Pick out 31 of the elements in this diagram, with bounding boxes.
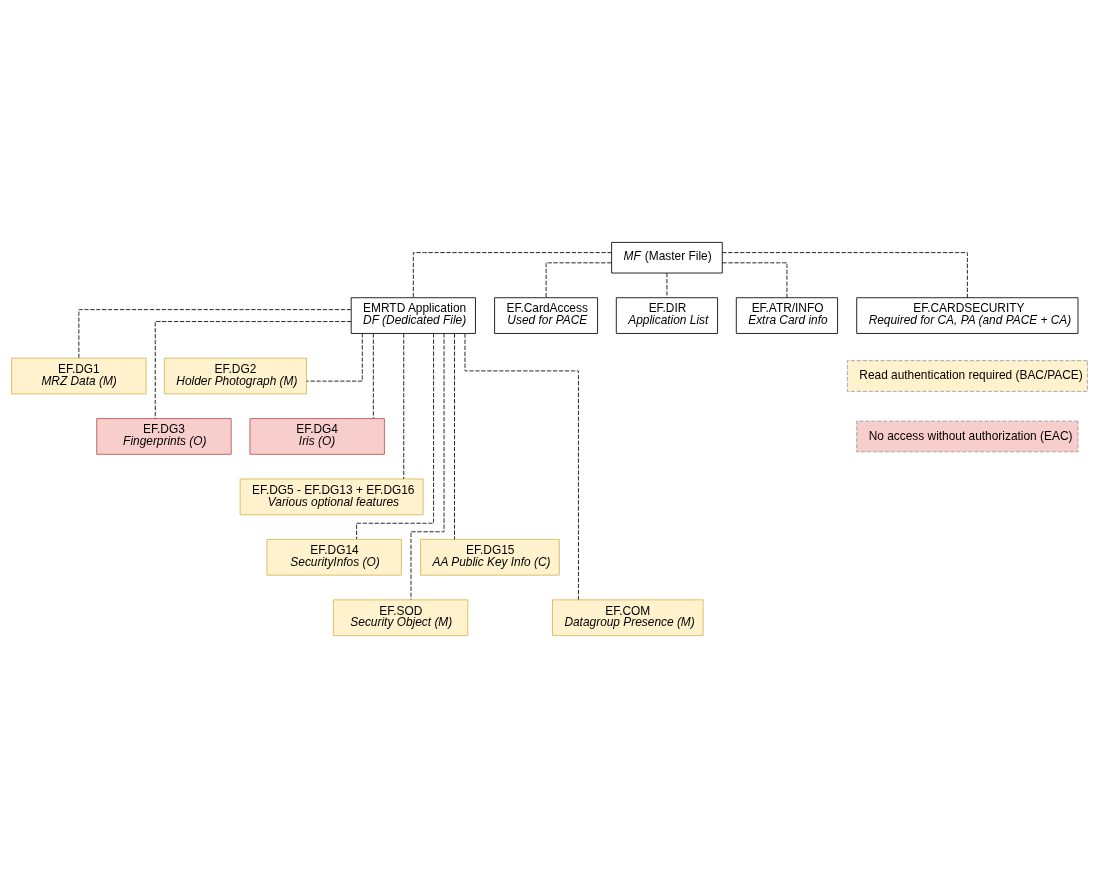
connector [356,332,434,539]
legend-label: Read authentication required (BAC/PACE) [859,367,1083,382]
connector [154,320,352,419]
node-box: MF (Master File) [611,241,723,273]
connector [306,332,363,382]
connector [721,251,968,298]
connector [454,332,455,540]
connector [372,332,374,419]
node-box: EF.SOD Security Object (M) [332,598,469,636]
node-box: EF.DG2 Holder Photograph (M) [163,357,307,394]
node-box: EF.DG15 AA Public Key Info (C) [420,538,560,576]
node-box: EF.CARDSECURITY Required for CA, PA (and PACE + CA) [856,296,1079,334]
node-box: EMRTD Application DF (Dedicated File) [350,296,476,334]
node-box: EF.DIR Application List [615,296,718,334]
node-box: EF.ATR/INFO Extra Card info [735,296,838,334]
connector [721,261,788,298]
node-box: EF.DG1 MRZ Data (M) [11,357,147,394]
connector [78,308,352,358]
node-box: EF.CardAccess Used for PACE [494,296,598,334]
connector [403,332,405,479]
connector [410,332,445,600]
node-box: EF.DG14 SecurityInfos (O) [266,538,402,576]
node-box: EF.DG3 Fingerprints (O) [96,417,232,455]
node-box: EF.DG4 Iris (O) [249,417,385,455]
legend-label: No access without authorization (EAC) [868,428,1073,443]
connector [464,332,579,600]
connector [545,261,612,298]
connector [412,251,613,298]
connector [666,272,668,298]
node-box: EF.DG5 - EF.DG13 + EF.DG16 Various optional features [239,478,424,515]
node-box: EF.COM Datagroup Presence (M) [552,598,704,636]
